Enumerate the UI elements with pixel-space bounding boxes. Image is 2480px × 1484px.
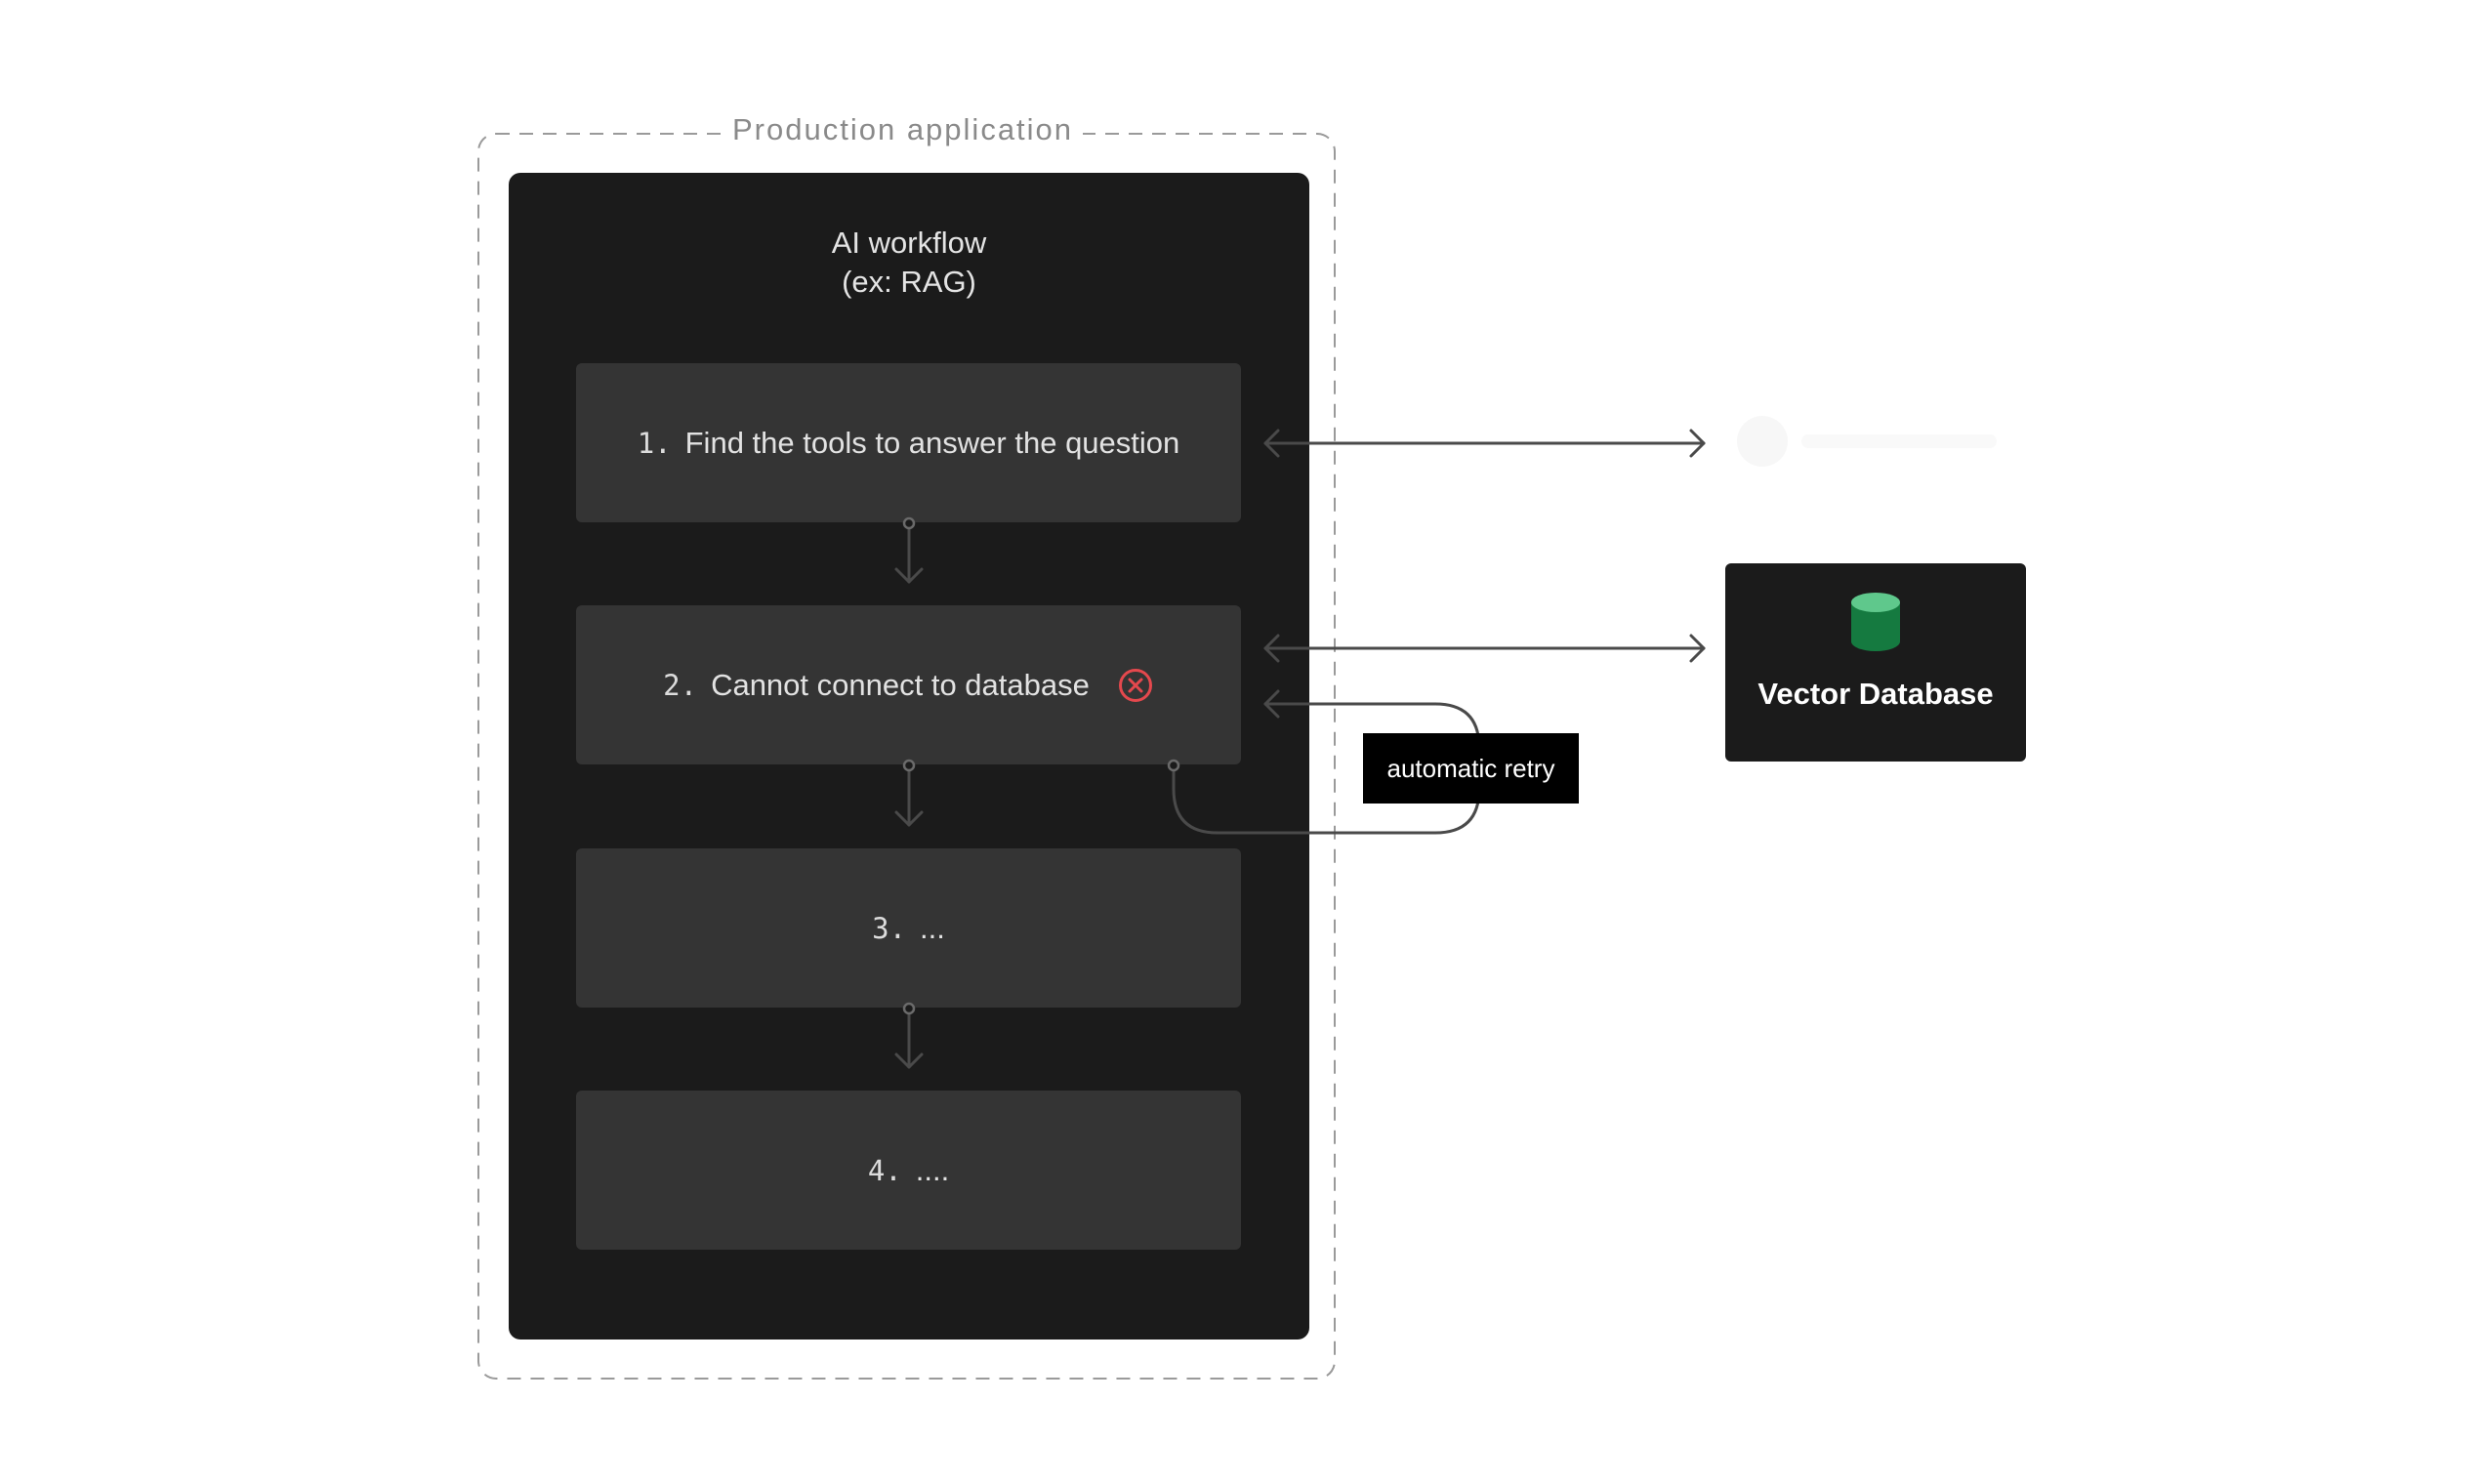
database-icon [1851,593,1900,651]
step-2-number: 2. [663,668,698,702]
step-4-number: 4. [867,1153,902,1187]
automatic-retry-label: automatic retry [1363,733,1579,804]
step-1-number: 1. [637,426,672,460]
step-3-label: ... [920,910,945,945]
step-2[interactable]: 2. Cannot connect to database [576,605,1241,764]
ai-workflow-panel: AI workflow (ex: RAG) 1. Find the tools … [509,173,1309,1340]
error-icon [1118,668,1152,702]
vector-database-label: Vector Database [1757,677,1994,711]
step-4-label: .... [915,1152,950,1187]
workflow-title-line1: AI workflow [831,226,987,260]
production-application-label: Production application [723,108,1084,151]
step-3[interactable]: 3. ... [576,848,1241,1008]
step-1-label: Find the tools to answer the question [684,425,1180,460]
step-2-label: Cannot connect to database [711,667,1090,702]
workflow-title-line2: (ex: RAG) [842,265,976,299]
vector-database-node[interactable]: Vector Database [1725,563,2026,762]
workflow-title: AI workflow (ex: RAG) [509,224,1309,302]
step-3-number: 3. [872,911,907,945]
faint-logo [1737,416,1997,467]
step-1[interactable]: 1. Find the tools to answer the question [576,363,1241,522]
step-4[interactable]: 4. .... [576,1091,1241,1250]
